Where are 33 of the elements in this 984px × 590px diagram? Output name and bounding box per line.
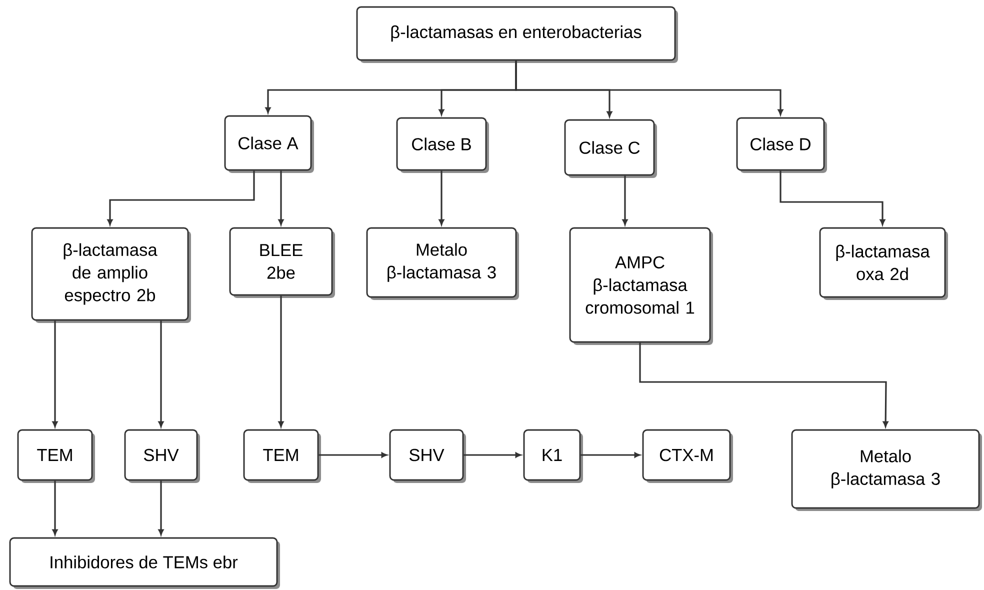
- process-box: Clase B: [396, 117, 489, 173]
- process-box: AMPC β-lactamasa cromosomal 1: [569, 227, 713, 345]
- arrow: [622, 176, 628, 226]
- process-box: SHV: [124, 429, 200, 483]
- process-box: SHV: [389, 429, 466, 483]
- process-box: Clase C: [564, 119, 657, 178]
- arrow: [580, 452, 640, 458]
- arrow: [278, 296, 284, 428]
- process-box: BLEE 2be: [229, 227, 335, 298]
- arrow: [158, 480, 164, 536]
- arrow: [318, 452, 388, 458]
- process-box: Metalo β-lactamasa 3: [366, 227, 519, 300]
- arrow: [438, 170, 444, 226]
- process-box: Clase A: [224, 115, 314, 173]
- process-box: K1: [523, 429, 583, 483]
- process-box: β-lactamasa de amplio espectro 2b: [31, 227, 191, 323]
- arrow: [52, 480, 58, 536]
- arrow: [278, 170, 284, 226]
- process-box: TEM: [243, 429, 321, 483]
- process-box: β-lactamasa oxa 2d: [819, 227, 948, 300]
- process-box: TEM: [17, 429, 95, 483]
- arrow: [464, 452, 522, 458]
- arrow: [52, 320, 58, 428]
- process-box: Metalo β-lactamasa 3: [791, 429, 982, 511]
- arrow: [639, 342, 888, 428]
- arrow: [515, 60, 784, 116]
- process-box: Clase D: [736, 117, 827, 173]
- arrow: [158, 320, 164, 428]
- arrow: [780, 170, 886, 226]
- process-box: Inhibidores de TEMs ebr: [9, 537, 280, 589]
- arrow: [107, 170, 255, 226]
- process-box: CTX-M: [642, 429, 733, 483]
- process-box: β-lactamasas en enterobacterias: [356, 6, 678, 63]
